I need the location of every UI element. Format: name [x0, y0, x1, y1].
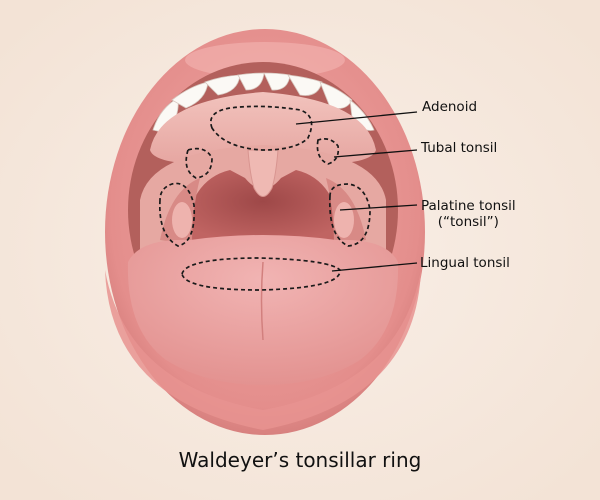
palatine-tonsil-label-line2: (“tonsil”)	[437, 213, 499, 230]
hard-palate	[150, 92, 376, 165]
leader-lines	[295, 111, 418, 272]
adenoid-label: Adenoid	[422, 99, 478, 115]
lower-lip	[105, 270, 421, 430]
palatine-tonsil-label-line1: Palatine tonsil	[421, 198, 516, 214]
tubal-tonsil-leader	[333, 149, 418, 158]
palatine-tonsil-label: Palatine tonsil (“tonsil”)	[421, 198, 516, 230]
lingual-tonsil-leader	[331, 262, 418, 272]
tubal-tonsil-left-outline	[185, 147, 213, 179]
palatine-tonsil-leader	[339, 204, 418, 211]
palatine-tonsil-right-outline	[328, 183, 371, 247]
adenoid-leader	[295, 111, 418, 125]
adenoid-outline	[210, 105, 313, 151]
tongue	[127, 235, 399, 385]
right-tonsil	[334, 202, 354, 238]
tubal-tonsil-right-outline	[316, 138, 340, 165]
lingual-tonsil-label: Lingual tonsil	[420, 255, 510, 271]
upper-teeth	[152, 72, 375, 134]
uvula	[247, 149, 279, 197]
palatine-tonsil-left-outline	[158, 182, 196, 247]
throat	[185, 170, 341, 240]
tubal-tonsil-label: Tubal tonsil	[421, 140, 498, 156]
left-tonsil	[172, 202, 192, 238]
diagram-caption: Waldeyer’s tonsillar ring	[178, 448, 422, 472]
tongue-midline	[260, 261, 264, 341]
